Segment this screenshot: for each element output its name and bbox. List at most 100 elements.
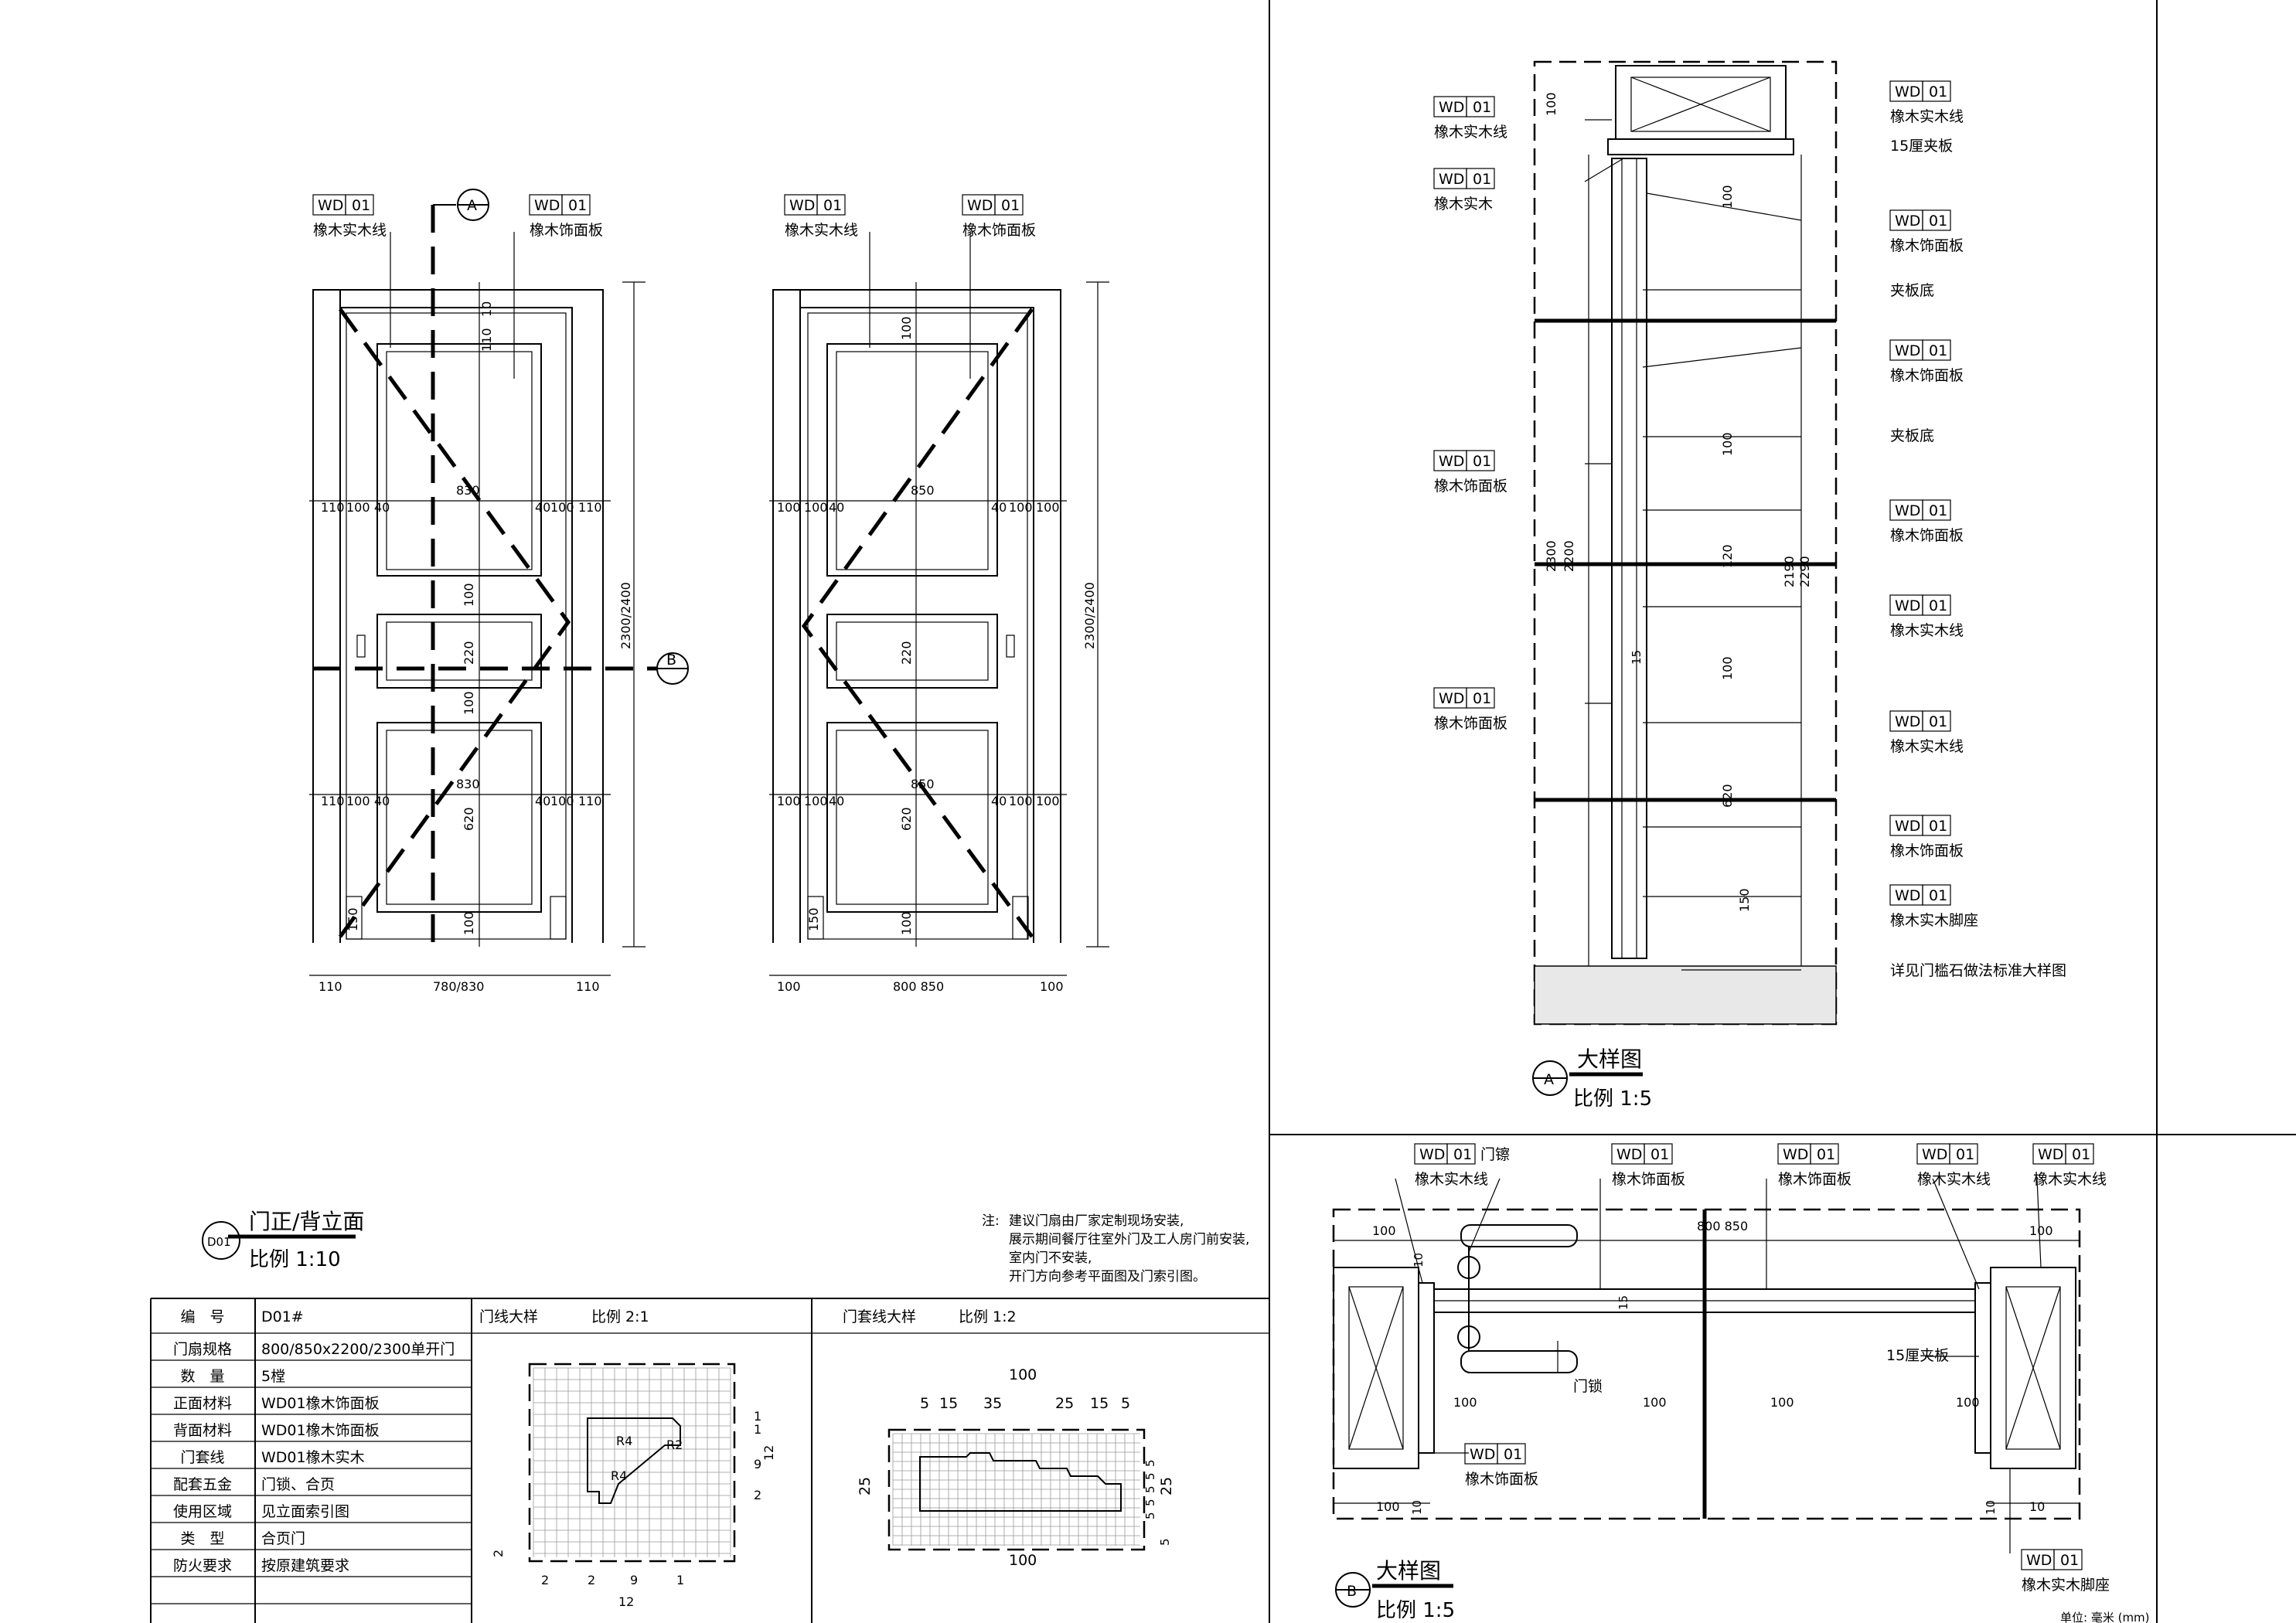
secA-tag-r2-label: 橡木饰面板 [1890, 237, 1964, 254]
back-tag-panel-num-box [994, 194, 1024, 216]
front-dim-top-a: 110 [479, 328, 494, 352]
front-dim-220: 220 [462, 641, 476, 665]
secB-tag-7-num-box [2053, 1549, 2083, 1570]
secB-tag-2-code: WD [1616, 1146, 1642, 1163]
secA-tag-l1-code: WD [1439, 99, 1464, 116]
secA-dim-6: 2290 [1797, 556, 1812, 587]
spec-key-9: 防火要求 [173, 1557, 232, 1574]
secB-dim-11: 10 [1410, 1500, 1424, 1515]
secA-dim-2: 100 [1720, 432, 1735, 456]
spec-table-grid [150, 1298, 1269, 1623]
door-line-detail [528, 1363, 736, 1563]
secB-tag-6-num: 01 [1504, 1446, 1522, 1463]
notes-line-0: 建议门扇由厂家定制现场安装, [1009, 1213, 1184, 1229]
back-elevation [769, 232, 1109, 976]
secA-tag-r3-code: WD [1895, 342, 1920, 359]
secB-tag-5-code: WD [2038, 1146, 2063, 1163]
secA-tag-l2-label: 橡木实木 [1434, 196, 1493, 213]
secA-scale: 比例 1:5 [1573, 1087, 1652, 1111]
detail-casing-btotal: 100 [1009, 1552, 1037, 1569]
secA-tag-r4-label: 橡木饰面板 [1890, 527, 1964, 544]
detail-line-r2: R2 [666, 1438, 683, 1452]
front-dim-side2-l2: 40 [374, 794, 390, 808]
detail-casing-tdim-4: 15 [1090, 1395, 1109, 1412]
front-tag-panel-num-box [561, 194, 591, 216]
detail-line-r4b: R4 [611, 1468, 627, 1483]
detail-line-rdim-0: 1 [754, 1409, 761, 1424]
secB-tag-1-num-box [1446, 1143, 1476, 1165]
secA-tag-r5-num-box [1922, 594, 1951, 616]
secB-tag-2-num-box [1644, 1143, 1673, 1165]
secA-tag-r6-num-box [1922, 710, 1951, 732]
front-tag-panel-label: 橡木饰面板 [530, 222, 603, 239]
secB-tag-2-num: 01 [1650, 1146, 1669, 1163]
secA-tag-r6-num: 01 [1929, 713, 1947, 730]
back-dim-side2-l1: 100 [804, 794, 828, 808]
detail-casing-rdim-1: 5 [1143, 1472, 1157, 1480]
secA-tag-r7-code: WD [1895, 818, 1920, 835]
secA-label-base2: 夹板底 [1890, 427, 1934, 444]
secB-dim-9: 100 [1376, 1499, 1400, 1514]
detail-casing-rbottom: 5 [1158, 1538, 1172, 1546]
door-casing-detail [887, 1428, 1146, 1551]
secB-tag-3-label: 橡木饰面板 [1778, 1171, 1851, 1188]
front-tag-line-label: 橡木实木线 [313, 222, 387, 239]
detail-casing-rdim-4: 5 [1143, 1512, 1157, 1519]
secA-dim-0: 100 [1544, 92, 1558, 116]
front-dim-side2-r0: 40 [535, 794, 550, 808]
detail-line-scale: 比例 2:1 [591, 1308, 649, 1325]
back-tag-line-label: 橡木实木线 [785, 222, 858, 239]
secB-dim-2: 100 [2029, 1223, 2053, 1238]
secA-title-code: A [1544, 1071, 1554, 1088]
detail-line-rdim-3: 2 [754, 1488, 761, 1502]
elev-title-marker [202, 1221, 240, 1260]
secB-dim-1: 800 850 [1697, 1219, 1748, 1233]
spec-key-8: 类 型 [180, 1530, 224, 1547]
front-dim-bw: 780/830 [433, 979, 484, 994]
back-dim-150: 150 [806, 907, 821, 931]
secB-dim-6: 15 [1616, 1295, 1630, 1310]
secA-tag-l1-num: 01 [1473, 99, 1491, 116]
detail-line-btotal: 12 [618, 1594, 634, 1609]
secA-tag-r1-code: WD [1895, 83, 1920, 100]
front-dim-mid-top: 100 [462, 583, 476, 607]
secB-dim-5: 100 [1643, 1395, 1667, 1410]
secA-dim-10: 620 [1720, 784, 1735, 808]
back-dim-side-r0: 40 [991, 500, 1007, 515]
unit-note: 单位: 毫米 (mm) [2060, 1611, 2150, 1623]
spec-value-3: WD01橡木饰面板 [261, 1395, 380, 1412]
notes-heading: 注: [982, 1213, 1000, 1229]
secA-dim-1: 100 [1720, 185, 1735, 209]
back-dim-side2-l0: 100 [777, 794, 801, 808]
secA-label-ply: 15厘夹板 [1890, 138, 1953, 155]
section-b-drawing [1332, 1178, 2081, 1553]
secA-dim-5: 2190 [1782, 556, 1797, 587]
back-tag-panel-code: WD [967, 197, 993, 214]
front-tag-line-num: 01 [352, 197, 370, 214]
detail-casing-rdim-0: 5 [1143, 1459, 1157, 1467]
secA-tag-r7-num-box [1922, 815, 1951, 836]
secA-tag-r7-num: 01 [1929, 818, 1947, 835]
secB-tag-5-num: 01 [2072, 1146, 2090, 1163]
section-b-letter: B [666, 652, 676, 669]
secA-tag-l4-label: 橡木饰面板 [1434, 715, 1507, 732]
secA-tag-l3-num-box [1466, 450, 1495, 471]
detail-casing-ttotal: 100 [1009, 1366, 1037, 1383]
spec-value-4: WD01橡木饰面板 [261, 1422, 380, 1439]
front-dim-mid-lower: 100 [462, 691, 476, 715]
secB-tag-6-label: 橡木饰面板 [1465, 1471, 1538, 1488]
secA-tag-l4-num-box [1466, 687, 1495, 709]
detail-line-rdim-2: 9 [754, 1457, 761, 1472]
front-dim-620: 620 [462, 807, 476, 831]
spec-key-7: 使用区域 [173, 1503, 232, 1520]
section-a-drawing [1533, 60, 1838, 1026]
detail-line-rtotal: 12 [761, 1445, 776, 1461]
elev-scale: 比例 1:10 [249, 1248, 341, 1271]
detail-casing-tdim-5: 5 [1121, 1395, 1130, 1412]
secA-tag-r3-label: 橡木饰面板 [1890, 367, 1964, 384]
secB-tag-4-num-box [1949, 1143, 1978, 1165]
back-dim-width-panel: 850 [911, 483, 935, 498]
detail-line-bdim-3: 1 [676, 1573, 684, 1587]
secB-title: 大样图 [1376, 1558, 1441, 1584]
detail-line-ldim: 2 [491, 1550, 506, 1557]
